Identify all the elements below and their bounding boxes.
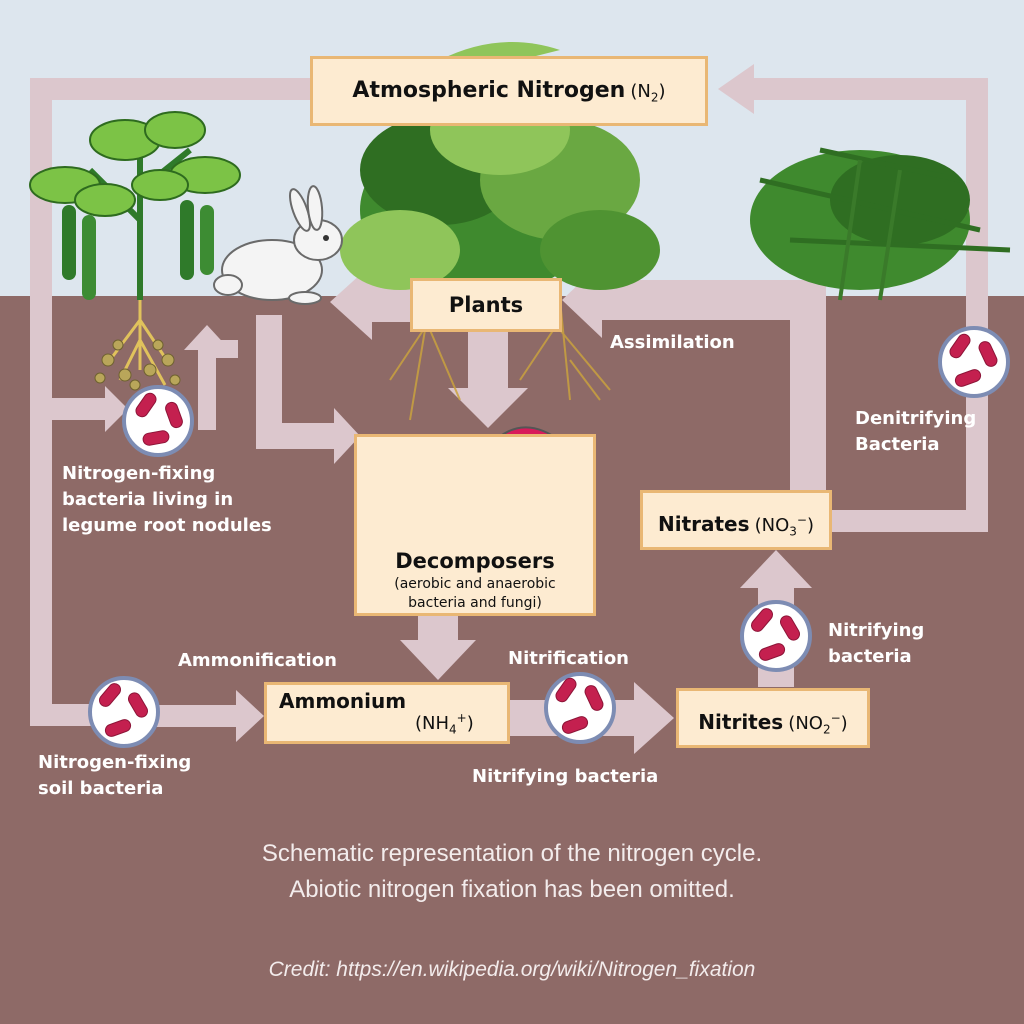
ammonium-label: Ammonium: [279, 689, 407, 713]
nitrifying-bacteria-label: Nitrifying bacteria: [828, 620, 925, 667]
ammonium-box: Ammonium (NH4+): [264, 682, 510, 744]
microbe-nitrifying-bacteria: [740, 600, 812, 672]
cycle-arrows: [30, 64, 988, 754]
legume-branch-head: [105, 386, 128, 432]
plants-left-head: [330, 264, 372, 340]
decomposers-box: Decomposers (aerobic and anaerobic bacte…: [354, 434, 596, 616]
plants-down-head: [448, 388, 528, 428]
ammonium-formula: (NH4+): [415, 711, 474, 737]
nitrification-head: [634, 682, 674, 754]
nitrites-box: Nitrites (NO2−): [676, 688, 870, 748]
grass-plant: [340, 42, 660, 302]
caption: Schematic representation of the nitrogen…: [0, 836, 1024, 908]
legume-branch-bar: [52, 398, 107, 420]
caption-line1: Schematic representation of the nitrogen…: [261, 840, 763, 867]
soil-bacteria-label: Nitrogen-fixing soil bacteria: [38, 752, 192, 799]
decomp-down-bar: [418, 614, 458, 644]
top-left-bar: [30, 78, 315, 100]
nitrates-formula: (NO3−): [754, 513, 815, 539]
plants-box: Plants: [410, 278, 562, 332]
atmospheric-nitrogen-label: Atmospheric Nitrogen: [352, 78, 626, 103]
soil-branch-bar: [52, 704, 92, 726]
nitrifying-bacteria-bottom-label: Nitrifying bacteria: [472, 766, 659, 787]
soil-to-ammonium-head: [236, 690, 264, 742]
legume-plant: [29, 111, 241, 300]
nodule-up-bar: [198, 340, 216, 430]
denit-head: [718, 64, 754, 114]
legume-bacteria-label: Nitrogen-fixing bacteria living in legum…: [62, 463, 272, 536]
denit-top-bar: [752, 78, 988, 100]
nodule-up-head: [184, 325, 230, 350]
caption-line2: Abiotic nitrogen fixation has been omitt…: [289, 876, 735, 903]
microbe-soil-bacteria: [88, 676, 160, 748]
decomp-down-head: [400, 640, 476, 680]
denit-bottom-bar: [830, 510, 988, 532]
root-nodules: [94, 339, 181, 391]
credit-line: Credit: https://en.wikipedia.org/wiki/Ni…: [268, 958, 756, 981]
plants-down-bar: [468, 330, 508, 390]
assimilation-horizontal: [600, 280, 826, 320]
assimilation-label: Assimilation: [610, 332, 735, 353]
right-grass-plant: [750, 147, 1011, 301]
atmospheric-nitrogen-box: Atmospheric Nitrogen (N2): [310, 56, 708, 126]
denitrifying-bacteria-label: Denitrifying Bacteria: [855, 408, 977, 455]
rabbit-right-bar: [256, 423, 336, 449]
nitrates-label: Nitrates: [657, 512, 750, 536]
nitrites-label: Nitrites: [698, 710, 784, 734]
microbe-nitrification: [544, 672, 616, 744]
nitrite-up-head: [740, 550, 812, 588]
nitrites-formula: (NO2−): [788, 711, 848, 737]
decomposers-label: Decomposers: [395, 549, 555, 573]
atmospheric-nitrogen-formula: (N2): [630, 81, 666, 105]
rabbit-right-head: [334, 408, 360, 464]
decomposers-sub-line1: (aerobic and anaerobic: [394, 576, 556, 592]
microbe-legume-nodules: [122, 385, 194, 457]
left-trunk-arrow: [30, 78, 52, 726]
nitrates-box: Nitrates (NO3−): [640, 490, 832, 550]
denit-vertical: [966, 78, 988, 532]
microbe-denitrifying-bacteria: [938, 326, 1010, 398]
ammonification-label: Ammonification: [178, 650, 337, 671]
decomposers-sub-line2: bacteria and fungi): [408, 595, 542, 611]
rabbit: [213, 185, 343, 305]
nitrification-label: Nitrification: [508, 648, 629, 669]
soil-to-ammonium-bar: [150, 705, 238, 727]
plants-label: Plants: [448, 293, 524, 317]
